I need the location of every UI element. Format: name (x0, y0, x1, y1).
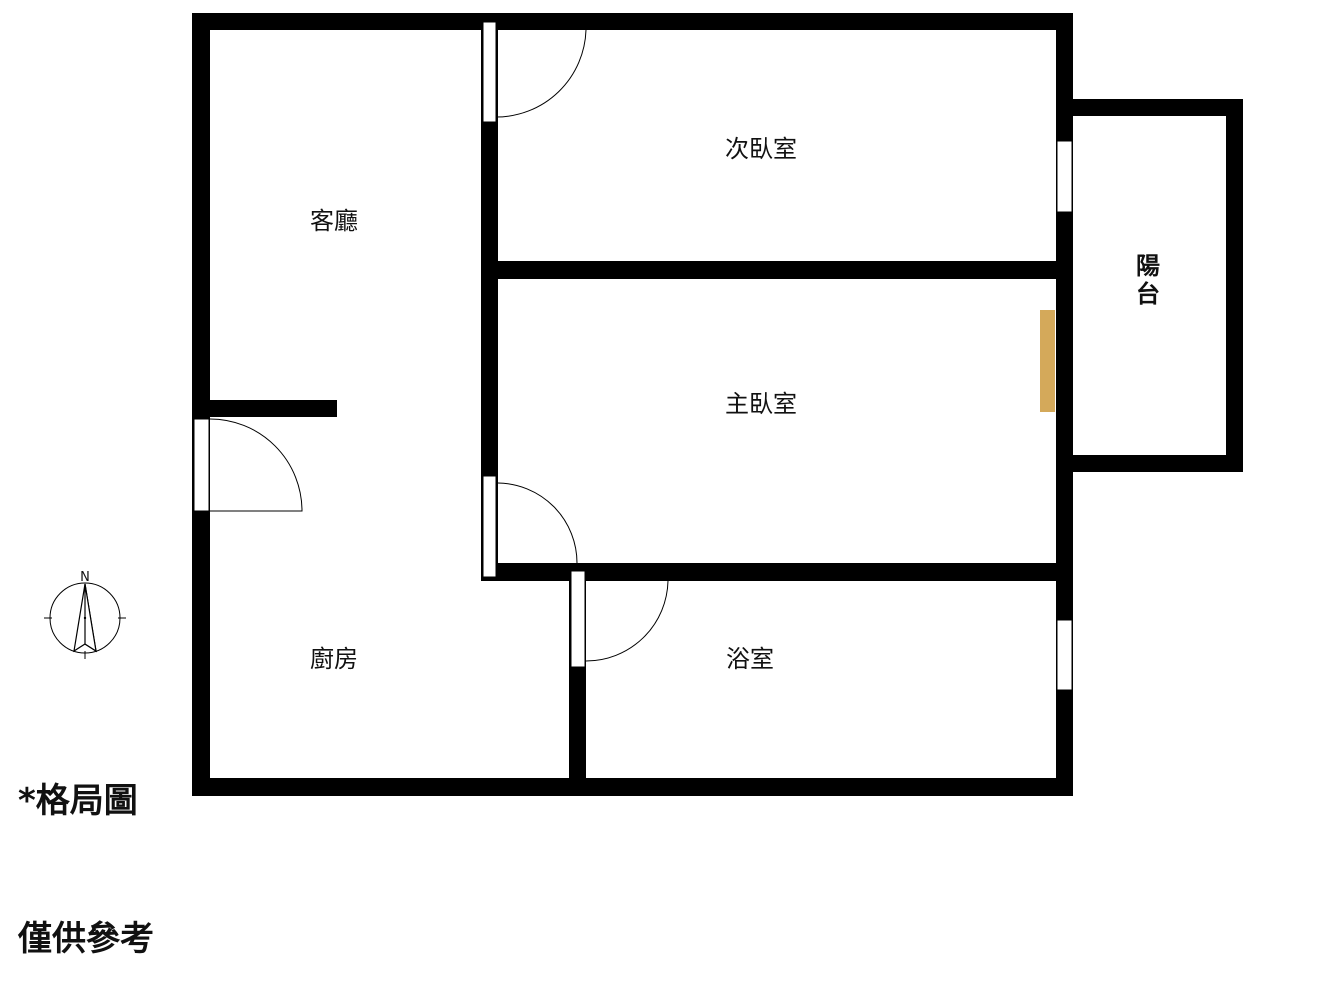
window-bathroom (1056, 619, 1073, 691)
label-kitchen: 廚房 (310, 645, 358, 673)
floor-plan: 客廳 次臥室 主臥室 廚房 浴室 陽 台 N (44, 13, 1243, 796)
compass: N (44, 570, 126, 659)
wall-partition-stub (192, 400, 337, 417)
wall-top (192, 13, 1073, 30)
compass-needle-half (84, 583, 97, 653)
wall-bottom (192, 778, 1073, 796)
label-balcony-line1: 陽 (1136, 252, 1160, 280)
door-frame-master-bedroom (482, 475, 497, 578)
label-living-room: 客廳 (310, 207, 358, 235)
disclaimer-line1: *格局圖 (18, 781, 138, 821)
compass-north-label: N (80, 570, 90, 585)
disclaimer-line2: 僅供參考 (18, 919, 154, 959)
window-second-bedroom (1056, 140, 1073, 213)
door-swing-master-bedroom (497, 482, 578, 564)
wall-living-bedrooms (481, 13, 498, 580)
balcony-wall-right (1226, 99, 1243, 472)
walls (192, 13, 1243, 796)
door-frame-second-bedroom (482, 21, 497, 123)
label-second-bedroom: 次臥室 (725, 135, 797, 163)
balcony-wall-top (1056, 99, 1243, 116)
door-frame-bathroom (570, 570, 586, 668)
label-bathroom: 浴室 (726, 645, 774, 673)
closet (1040, 310, 1055, 412)
door-swing-second-bedroom (495, 29, 587, 118)
door-swings (209, 29, 669, 662)
wall-master-bathroom (481, 563, 1073, 581)
label-balcony-line2: 台 (1136, 280, 1160, 308)
door-swing-bathroom (585, 580, 669, 662)
wall-bedrooms-divider (481, 261, 1073, 279)
disclaimer: *格局圖 僅供參考 (18, 686, 154, 1008)
compass-center (83, 616, 87, 620)
door-frame-entrance (193, 418, 210, 512)
door-swing-entrance (209, 418, 303, 512)
label-master-bedroom: 主臥室 (725, 390, 797, 418)
openings (193, 21, 1073, 691)
balcony-wall-bottom (1056, 455, 1243, 472)
